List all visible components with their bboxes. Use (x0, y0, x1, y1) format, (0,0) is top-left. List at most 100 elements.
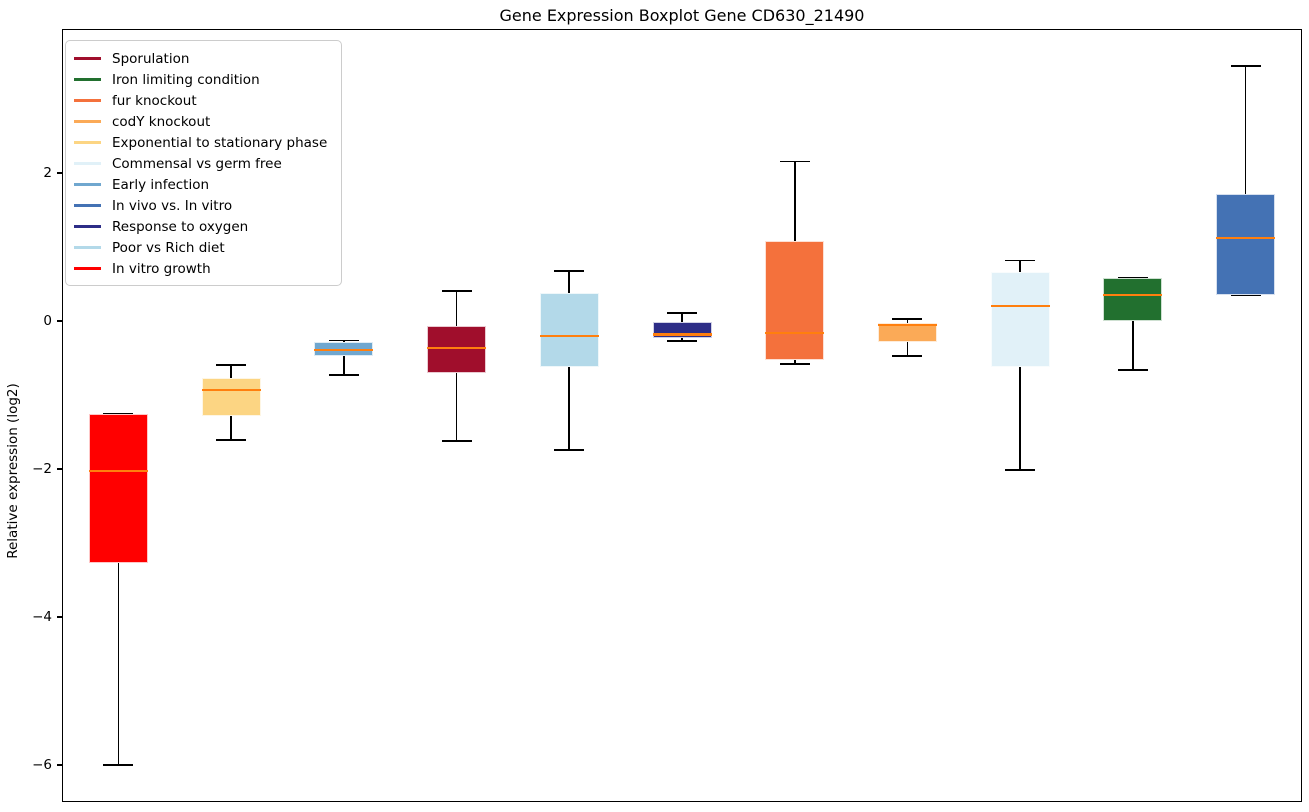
legend-swatch (74, 141, 101, 144)
whisker-cap-lower (328, 374, 359, 376)
median-line (990, 305, 1050, 308)
legend-row: In vivo vs. In vitro (74, 195, 331, 216)
legend-row: codY knockout (74, 111, 331, 132)
median-line (427, 346, 487, 349)
y-tick-mark (57, 764, 62, 766)
whisker-lower (1019, 367, 1021, 470)
boxplot-box (990, 272, 1050, 368)
y-tick-mark (57, 320, 62, 322)
legend-swatch (74, 225, 101, 228)
legend-label: Exponential to stationary phase (112, 134, 328, 151)
median-line (1103, 294, 1163, 297)
legend-swatch (74, 120, 101, 123)
boxplot-box (1216, 193, 1276, 296)
boxplot-box (765, 241, 825, 361)
whisker-cap-upper (216, 364, 247, 366)
whisker-cap-upper (667, 312, 697, 314)
whisker-cap-lower (667, 340, 697, 342)
whisker-cap-lower (1117, 369, 1148, 371)
legend-swatch (74, 204, 101, 207)
legend-row: Early infection (74, 174, 331, 195)
whisker-lower (455, 372, 458, 441)
whisker-upper (906, 318, 909, 324)
median-line (877, 323, 937, 326)
whisker-upper (1019, 260, 1021, 273)
legend-swatch (74, 267, 101, 270)
whisker-cap-lower (779, 363, 810, 365)
legend-label: In vitro growth (112, 260, 211, 277)
y-tick-label: −2 (32, 461, 52, 478)
whisker-cap-lower (1230, 294, 1261, 297)
whisker-lower (681, 338, 683, 342)
boxplot-box (88, 413, 148, 564)
whisker-upper (1244, 65, 1247, 194)
legend-row: Iron limiting condition (74, 69, 331, 90)
legend-row: In vitro growth (74, 258, 331, 279)
legend-label: Poor vs Rich diet (112, 239, 225, 256)
whisker-cap-upper (441, 290, 472, 292)
whisker-lower (906, 341, 909, 356)
legend-row: Response to oxygen (74, 216, 331, 237)
legend-row: Exponential to stationary phase (74, 132, 331, 153)
whisker-cap-upper (328, 339, 359, 342)
legend-label: codY knockout (112, 113, 211, 130)
legend-row: Commensal vs germ free (74, 153, 331, 174)
legend-swatch (74, 183, 101, 186)
whisker-upper (568, 270, 571, 294)
legend-row: Poor vs Rich diet (74, 237, 331, 258)
whisker-lower (117, 563, 120, 765)
whisker-upper (230, 364, 232, 379)
whisker-cap-upper (1230, 65, 1261, 67)
median-line (652, 333, 712, 336)
legend-label: fur knockout (112, 92, 197, 109)
boxplot-box (201, 378, 261, 416)
median-line (201, 388, 261, 392)
whisker-lower (343, 355, 345, 376)
whisker-lower (793, 360, 796, 365)
legend-label: Iron limiting condition (112, 71, 260, 88)
whisker-cap-upper (892, 318, 923, 320)
y-tick-label: −4 (32, 609, 52, 626)
legend-label: Early infection (112, 176, 210, 193)
y-tick-label: 2 (43, 165, 52, 182)
whisker-cap-lower (1005, 469, 1036, 471)
boxplot-box (877, 323, 937, 342)
y-tick-mark (57, 172, 62, 175)
median-line (314, 348, 374, 352)
boxplot-box (1103, 278, 1163, 322)
y-tick-label: 0 (43, 313, 52, 330)
y-tick-mark (57, 616, 62, 618)
boxplot-box (314, 341, 374, 356)
legend-swatch (74, 162, 101, 165)
whisker-cap-upper (1005, 259, 1036, 262)
legend-swatch (74, 246, 101, 249)
whisker-cap-upper (1117, 276, 1148, 279)
legend-swatch (74, 78, 101, 81)
whisker-lower (568, 367, 571, 450)
whisker-cap-lower (216, 439, 247, 442)
median-line (539, 334, 599, 338)
whisker-cap-lower (892, 355, 923, 357)
median-line (1216, 237, 1276, 240)
chart-title: Gene Expression Boxplot Gene CD630_21490 (499, 6, 865, 25)
whisker-upper (681, 313, 683, 322)
whisker-cap-lower (554, 449, 585, 451)
median-line (765, 331, 825, 335)
whisker-upper (793, 161, 796, 242)
legend-row: Sporulation (74, 48, 331, 69)
y-tick-mark (57, 468, 62, 470)
whisker-cap-lower (103, 764, 134, 766)
legend-label: In vivo vs. In vitro (112, 197, 233, 214)
legend-label: Sporulation (112, 50, 190, 67)
y-tick-label: −6 (32, 757, 52, 773)
whisker-lower (1132, 321, 1134, 370)
whisker-cap-upper (779, 160, 810, 163)
legend-swatch (74, 99, 101, 102)
boxplot-box (539, 293, 599, 368)
legend-row: fur knockout (74, 90, 331, 111)
median-line (88, 470, 148, 473)
boxplot-box (652, 321, 712, 339)
boxplot-box (427, 326, 487, 373)
